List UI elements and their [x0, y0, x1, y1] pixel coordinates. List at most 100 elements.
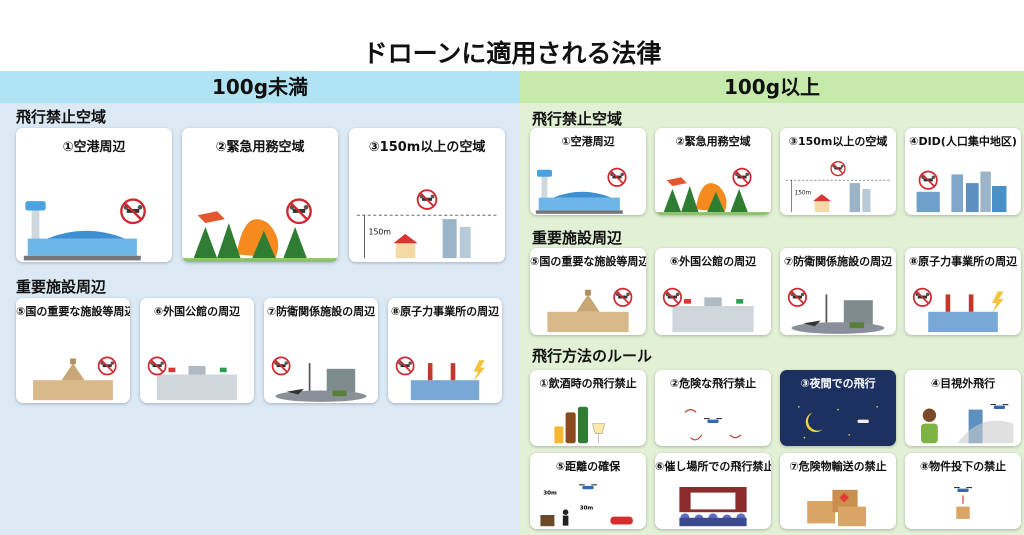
- height-illustration: 150m: [785, 160, 891, 213]
- nuclear-illustration: [395, 356, 485, 401]
- airport-illustration: [23, 198, 146, 261]
- rule-card-diet: ⑤国の重要な施設等周辺: [16, 298, 130, 403]
- rule-card-distance: ⑤距離の確保 30m 30m: [530, 453, 646, 529]
- diet-illustration: [547, 287, 633, 333]
- no-fly-icon: [732, 167, 752, 187]
- embassy-illustration: [147, 356, 237, 401]
- card-title: ⑥外国公館の周辺: [669, 255, 757, 268]
- rule-card-event: ⑥催し場所での飛行禁止: [655, 453, 771, 529]
- defense-illustration: [271, 356, 367, 402]
- visual-illustration: [921, 404, 1014, 444]
- over-100g-panel: 100g以上 飛行禁止空域 ①空港周辺 ②緊急用務空域 ③150m以上の空域 150m ④…: [520, 71, 1024, 535]
- card-title: ⑤距離の確保: [555, 460, 621, 473]
- svg-text:30m: 30m: [580, 505, 594, 511]
- card-title: ③150m以上の空域: [368, 140, 486, 155]
- card-title: ⑦危険物輸送の禁止: [789, 460, 887, 473]
- rule-card-alcohol: ①飲酒時の飛行禁止: [530, 370, 646, 446]
- rule-card-nuclear: ⑧原子力事業所の周辺: [388, 298, 502, 403]
- distance-illustration: 30m 30m: [540, 484, 633, 527]
- card-title: ①空港周辺: [62, 140, 126, 155]
- rule-card-airport: ①空港周辺: [530, 128, 646, 215]
- rule-card-fire: ②緊急用務空域: [655, 128, 771, 215]
- no-fly-icon: [607, 167, 627, 187]
- embassy-illustration: [662, 287, 754, 333]
- event-illustration: [679, 487, 747, 527]
- no-fly-icon: [787, 287, 807, 307]
- rule-card-defense: ⑦防衛関係施設の周辺: [264, 298, 378, 403]
- hazard-illustration: [807, 489, 866, 527]
- card-title: ③150m以上の空域: [788, 135, 888, 148]
- no-fly-icon: [613, 287, 633, 307]
- card-title: ⑥外国公館の周辺: [153, 305, 241, 318]
- section-title: 重要施設周辺: [532, 229, 623, 247]
- card-title: ④目視外飛行: [930, 377, 996, 390]
- over-100g-header: 100g以上: [520, 71, 1024, 103]
- no-fly-icon: [395, 356, 415, 376]
- rule-card-nuclear: ⑧原子力事業所の周辺: [905, 248, 1021, 335]
- section-title: 飛行禁止空域: [16, 108, 107, 126]
- rule-card-defense: ⑦防衛関係施設の周辺: [780, 248, 896, 335]
- city-illustration: [916, 170, 1007, 213]
- no-fly-icon: [120, 198, 146, 225]
- alcohol-illustration: [554, 406, 606, 444]
- no-fly-icon: [147, 356, 167, 376]
- section-title: 重要施設周辺: [16, 278, 107, 296]
- card-title: ①飲酒時の飛行禁止: [539, 377, 637, 390]
- rule-card-height: ③150m以上の空域 150m: [349, 128, 505, 262]
- section-title: 飛行方法のルール: [532, 347, 653, 365]
- drone-icon: [579, 484, 597, 490]
- card-title: ②緊急用務空域: [215, 140, 305, 155]
- drone-icon: [704, 418, 722, 424]
- rule-card-embassy: ⑥外国公館の周辺: [655, 248, 771, 335]
- nuclear-illustration: [912, 287, 1004, 333]
- rule-card-height: ③150m以上の空域 150m: [780, 128, 896, 215]
- height-illustration: 150m: [356, 189, 498, 259]
- drone-icon: [854, 418, 873, 424]
- no-fly-icon: [416, 189, 438, 210]
- card-title: ⑧物件投下の禁止: [919, 460, 1007, 473]
- no-fly-icon: [830, 160, 846, 177]
- rule-card-hazard: ⑦危険物輸送の禁止: [780, 453, 896, 529]
- rule-card-drop: ⑧物件投下の禁止: [905, 453, 1021, 529]
- card-title: ②危険な飛行禁止: [669, 377, 757, 390]
- airport-illustration: [535, 167, 627, 214]
- card-title: ①空港周辺: [561, 135, 615, 148]
- no-fly-icon: [271, 356, 291, 376]
- fire-illustration: [655, 167, 771, 215]
- no-fly-icon: [286, 198, 312, 225]
- no-fly-icon: [912, 287, 932, 307]
- drone-icon: [990, 404, 1009, 410]
- rule-card-visual: ④目視外飛行: [905, 370, 1021, 446]
- card-title: ⑧原子力事業所の周辺: [908, 255, 1018, 268]
- card-title: ②緊急用務空域: [675, 135, 751, 148]
- drop-illustration: [954, 487, 972, 519]
- no-fly-icon: [97, 356, 117, 376]
- rule-card-night: ③夜間での飛行: [780, 370, 896, 446]
- under-100g-header: 100g未満: [0, 71, 520, 103]
- svg-text:150m: 150m: [369, 228, 391, 237]
- defense-illustration: [787, 287, 885, 334]
- rule-card-city: ④DID(人口集中地区): [905, 128, 1021, 215]
- rule-card-embassy: ⑥外国公館の周辺: [140, 298, 254, 403]
- no-fly-icon: [918, 170, 938, 190]
- card-title: ③夜間での飛行: [800, 377, 876, 390]
- rule-card-danger: ②危険な飛行禁止: [655, 370, 771, 446]
- no-fly-icon: [662, 287, 682, 307]
- card-title: ⑤国の重要な施設等周辺: [16, 305, 130, 318]
- diet-illustration: [33, 356, 117, 401]
- page-title: ドローンに適用される法律: [362, 39, 662, 68]
- rule-card-fire: ②緊急用務空域: [182, 128, 338, 262]
- under-100g-panel: 100g未満 飛行禁止空域 ①空港周辺 ②緊急用務空域 ③150m以上の空域 150m 重…: [0, 71, 520, 535]
- card-title: ④DID(人口集中地区): [909, 135, 1017, 148]
- drone-icon: [954, 487, 972, 493]
- rule-card-diet: ⑤国の重要な施設等周辺: [530, 248, 646, 335]
- card-title: ⑤国の重要な施設等周辺: [530, 255, 646, 268]
- section-title: 飛行禁止空域: [532, 110, 623, 128]
- svg-text:30m: 30m: [543, 490, 557, 496]
- card-title: ⑦防衛関係施設の周辺: [266, 305, 376, 318]
- card-title: ⑥催し場所での飛行禁止: [655, 460, 771, 473]
- card-title: ⑦防衛関係施設の周辺: [783, 255, 893, 268]
- night-illustration: [797, 405, 879, 439]
- danger-illustration: [684, 409, 742, 441]
- fire-illustration: [182, 198, 338, 262]
